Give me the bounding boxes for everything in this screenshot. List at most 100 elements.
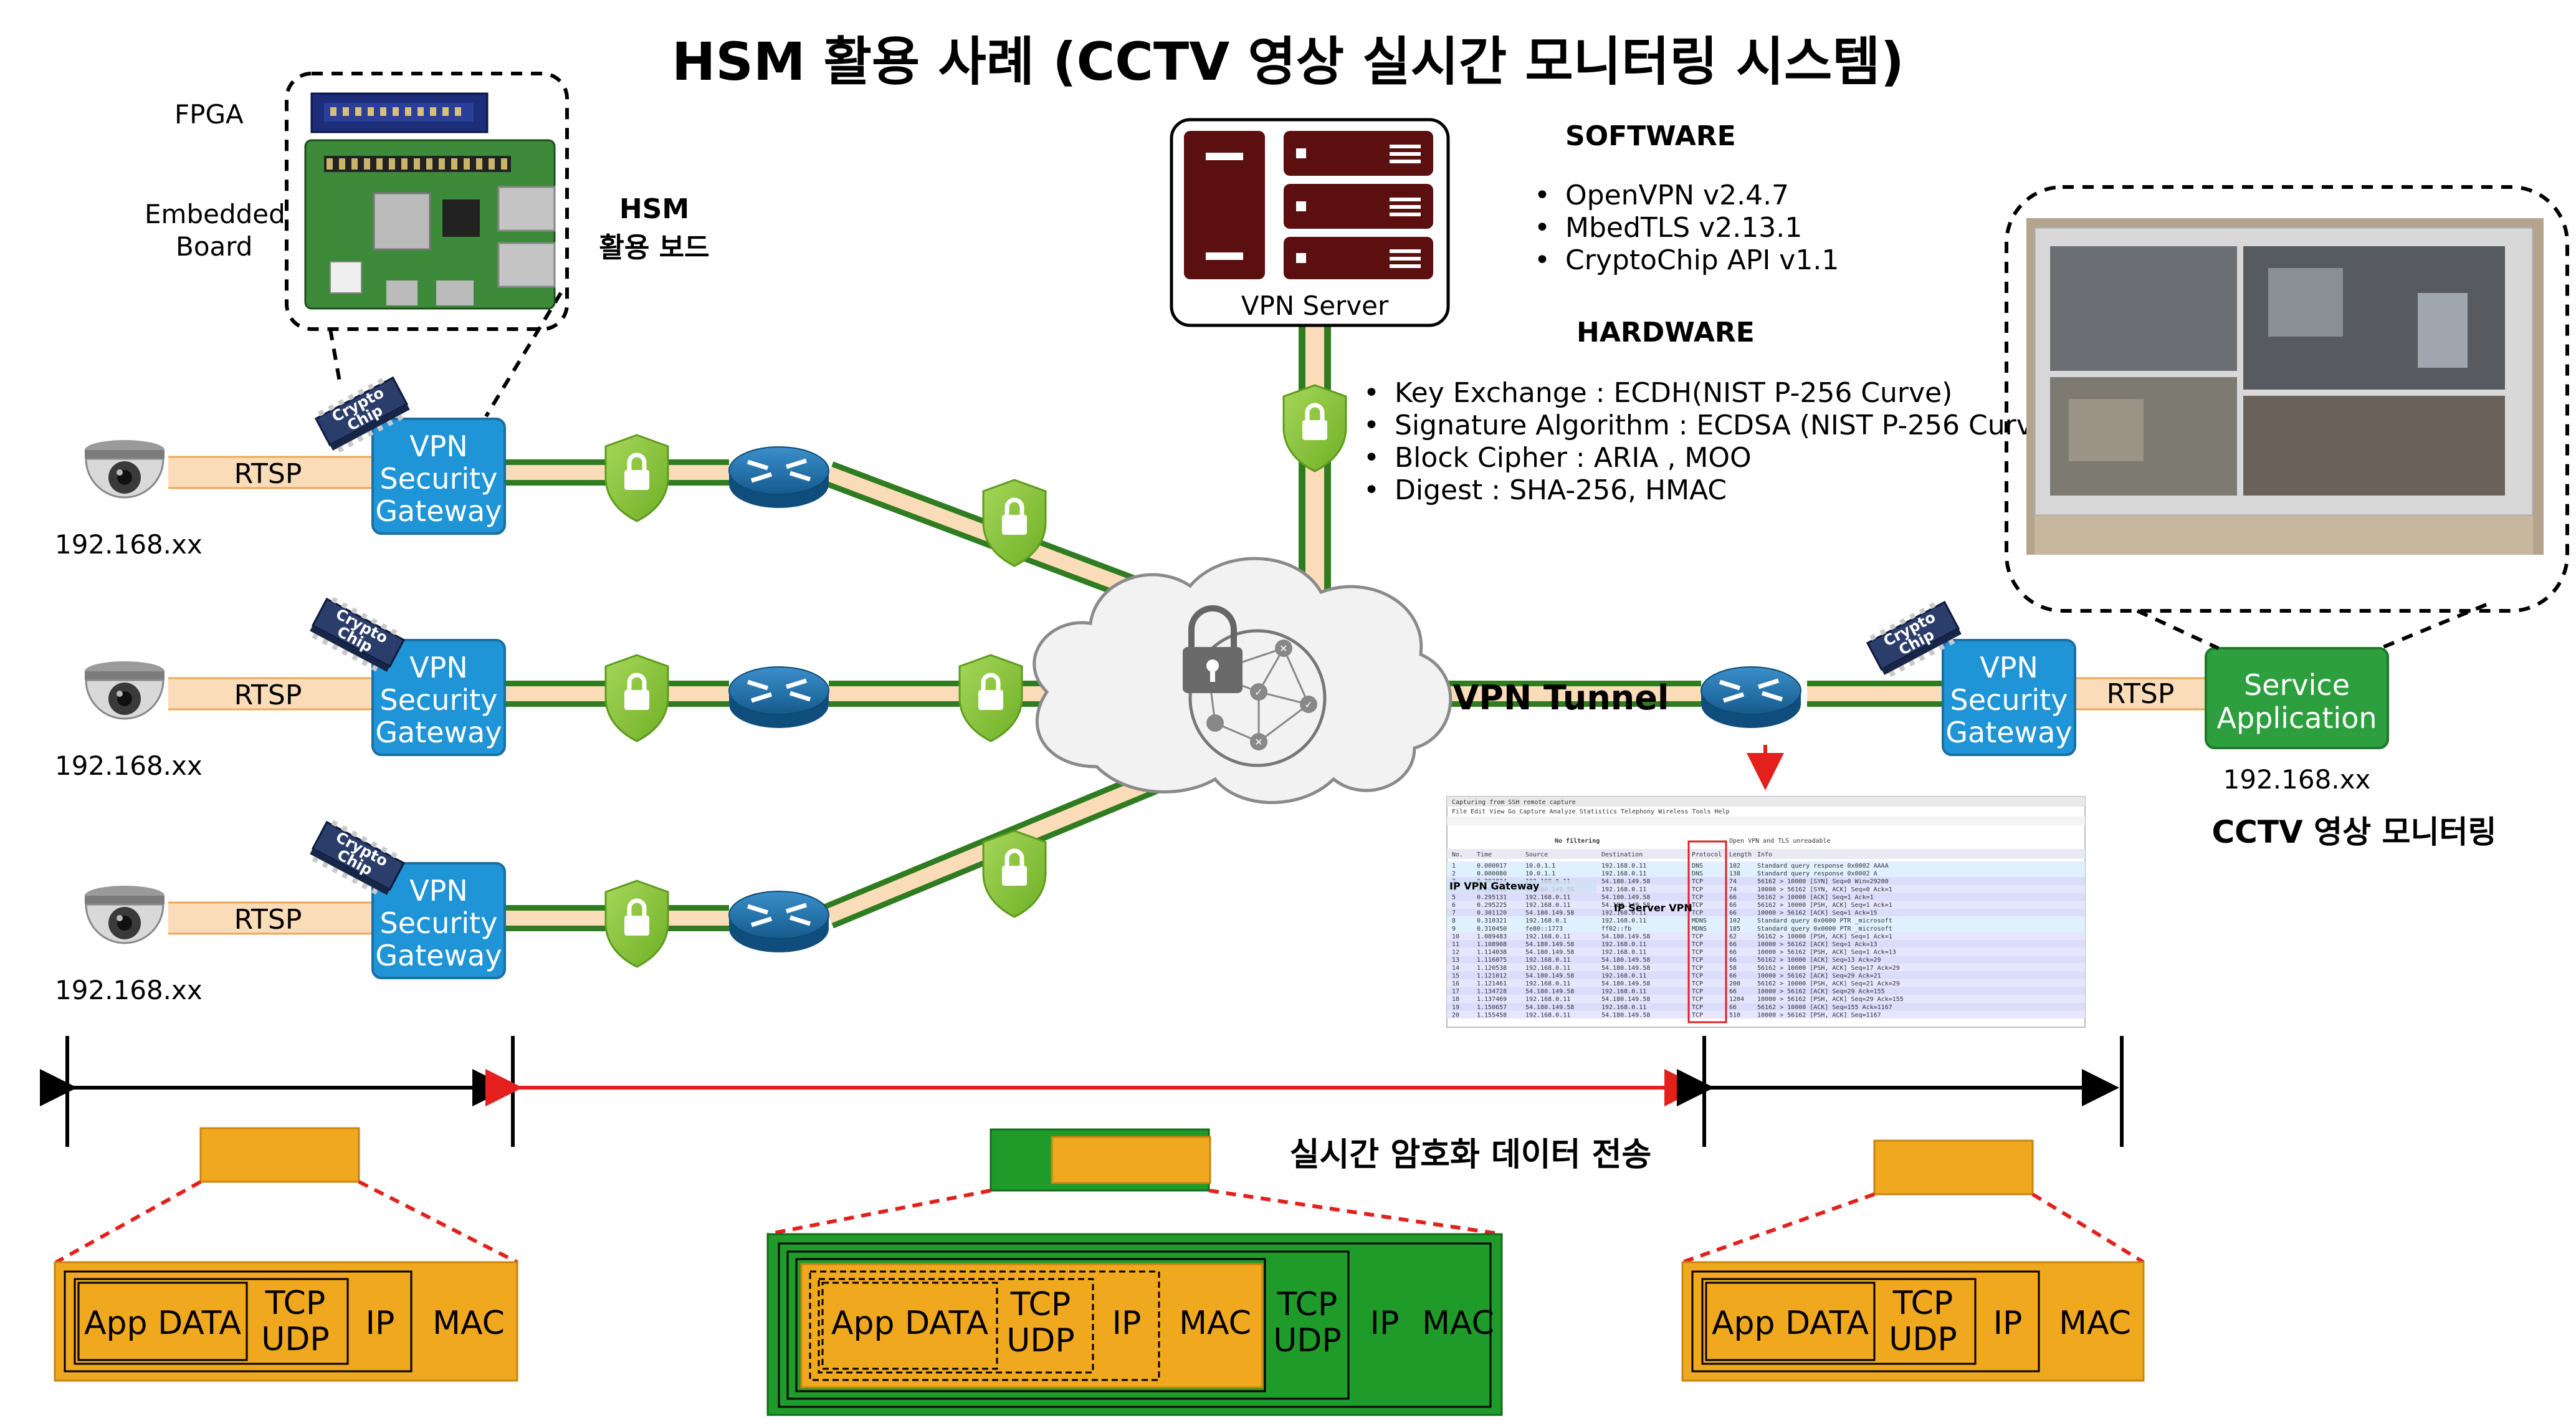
timeline xyxy=(40,1036,2124,1147)
capture-cell: 74 xyxy=(1729,878,1737,885)
frame-mac: MAC xyxy=(432,1305,505,1342)
camera-ip: 192.168.xx xyxy=(55,529,203,560)
capture-cell: 54.180.149.58 xyxy=(1525,989,1574,995)
frame-ip: IP xyxy=(366,1305,395,1342)
capture-cell: Standard query response 0x0002 AAAA xyxy=(1757,863,1889,870)
capture-cell: 66 xyxy=(1729,902,1737,909)
capture-cell: 192.168.0.11 xyxy=(1601,910,1646,917)
capture-column-header: No. xyxy=(1452,851,1463,858)
capture-cell: 54.180.149.58 xyxy=(1525,910,1574,917)
frame-ip: IP xyxy=(1993,1305,2023,1342)
capture-cell: 54.180.149.58 xyxy=(1601,933,1650,940)
router-icon xyxy=(729,447,829,508)
capture-cell: 54.180.149.58 xyxy=(1601,980,1650,987)
capture-cell: 1.155458 xyxy=(1477,1012,1507,1018)
capture-cell: 66 xyxy=(1729,1004,1737,1011)
frame-app: App DATA xyxy=(831,1305,989,1342)
router-icon xyxy=(729,667,829,728)
capture-cell: 192.168.0.11 xyxy=(1525,965,1570,972)
capture-cell: 66 xyxy=(1729,949,1737,956)
gateway-label-2: Security xyxy=(380,683,498,717)
capture-cell: 56162 > 10000 [PSH, ACK] Seq=1 Ack=1 xyxy=(1757,902,1892,909)
frame-app: App DATA xyxy=(1712,1305,1869,1342)
capture-cell: 56162 > 10000 [ACK] Seq=1 Ack=1 xyxy=(1757,894,1874,901)
capture-cell: 10.0.1.1 xyxy=(1525,863,1555,870)
capture-cell: 5 xyxy=(1452,894,1456,901)
capture-cell: 66 xyxy=(1729,941,1737,948)
capture-cell: 19 xyxy=(1452,1004,1459,1011)
capture-cell: TCP xyxy=(1692,902,1703,909)
capture-cell: 0.295225 xyxy=(1477,902,1507,909)
camera-icon xyxy=(83,660,166,720)
capture-cell: 510 xyxy=(1729,1012,1740,1018)
capture-cell: 18 xyxy=(1452,996,1459,1003)
capture-cell: TCP xyxy=(1692,989,1703,995)
capture-cell: 74 xyxy=(1729,886,1737,893)
page-title: HSM 활용 사례 (CCTV 영상 실시간 모니터링 시스템) xyxy=(672,31,1904,92)
capture-cell: 0.310450 xyxy=(1477,926,1507,932)
capture-cell: 10 xyxy=(1452,933,1459,940)
rtsp-label: RTSP xyxy=(234,679,302,711)
capture-cell: 192.168.0.11 xyxy=(1601,941,1646,948)
capture-cell: 0.301120 xyxy=(1477,910,1507,917)
service-ip: 192.168.xx xyxy=(2223,764,2371,795)
capture-cell: 17 xyxy=(1452,989,1459,995)
router-icon xyxy=(729,891,829,952)
hardware-heading: HARDWARE xyxy=(1577,317,1755,348)
rtsp-label: RTSP xyxy=(234,458,302,490)
capture-cell: TCP xyxy=(1692,894,1703,901)
capture-cell: 192.168.0.11 xyxy=(1601,1004,1646,1011)
capture-cell: 8 xyxy=(1452,918,1456,924)
capture-cell: 66 xyxy=(1729,894,1737,901)
cctv-monitor-image xyxy=(2026,218,2544,555)
gateway-label-1: VPN xyxy=(409,429,468,463)
capture-cell: 66 xyxy=(1729,957,1737,964)
capture-cell: 54.180.149.58 xyxy=(1601,878,1650,885)
software-item: OpenVPN v2.4.7 xyxy=(1565,180,1789,211)
capture-cell: 102 xyxy=(1729,918,1740,924)
capture-cell: 56162 > 10000 [PSH, ACK] Seq=1 Ack=1 xyxy=(1757,933,1892,940)
fpga-label: FPGA xyxy=(174,99,244,130)
payload-right xyxy=(1873,1139,2034,1196)
hsm-board-callout: FPGA Embedded Board HSM 활용 보드 xyxy=(145,72,710,418)
camera-3: 192.168.xx RTSP xyxy=(55,884,302,1005)
payload-mid xyxy=(990,1128,1211,1192)
hardware-spec: HARDWARE •Key Exchange : ECDH(NIST P-256… xyxy=(1363,317,2060,506)
capture-cell: TCP xyxy=(1692,933,1703,940)
capture-cell: 10.0.1.1 xyxy=(1525,871,1555,878)
capture-cell: TCP xyxy=(1692,1012,1703,1018)
svg-text:✓: ✓ xyxy=(1304,699,1312,711)
capture-cell: 192.168.0.11 xyxy=(1525,957,1570,964)
capture-cell: ff02::fb xyxy=(1601,926,1631,932)
hardware-item: Block Cipher : ARIA , MOO xyxy=(1395,442,1752,474)
capture-cell: 9 xyxy=(1452,926,1456,932)
capture-cell: MDNS xyxy=(1692,926,1707,932)
capture-cell: 192.168.0.11 xyxy=(1601,918,1646,924)
capture-cell: 66 xyxy=(1729,989,1737,995)
payload-left xyxy=(199,1127,360,1183)
hardware-item: Key Exchange : ECDH(NIST P-256 Curve) xyxy=(1395,377,1952,409)
svg-text:✕: ✕ xyxy=(1254,736,1262,748)
rtsp-label: RTSP xyxy=(2107,678,2175,710)
camera-1: 192.168.xx RTSP xyxy=(55,439,302,560)
hsm-caption-1: HSM xyxy=(619,193,689,225)
capture-cell: 54.180.149.58 xyxy=(1525,941,1574,948)
vpn-gateway-3: VPN Security Gateway Crypto Chip xyxy=(306,817,506,979)
vpn-server: VPN Server xyxy=(1170,118,1450,327)
rtsp-link-right xyxy=(2075,677,2206,711)
service-label-1: Service xyxy=(2244,668,2350,702)
capture-cell: 138 xyxy=(1729,871,1740,878)
capture-cell: 12 xyxy=(1452,949,1459,956)
gateway-label-1: VPN xyxy=(1980,651,2038,684)
shield-lock-icon xyxy=(606,881,668,967)
shield-lock-icon xyxy=(1284,385,1346,471)
